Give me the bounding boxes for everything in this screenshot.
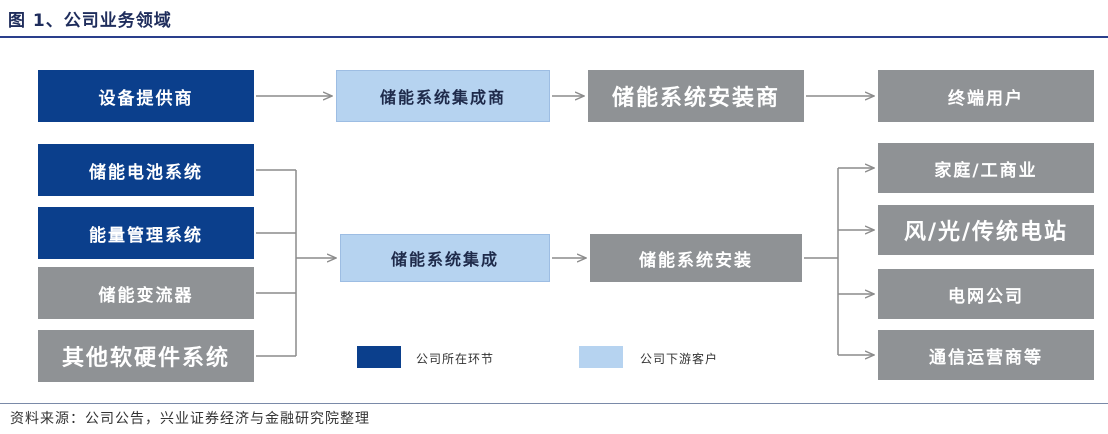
legend-swatch-company: [357, 346, 401, 368]
box-integrator-business: 储能系统集成商: [336, 70, 550, 122]
left-bracket: [256, 169, 297, 357]
box-integration: 储能系统集成: [340, 234, 550, 282]
box-home-commercial: 家庭/工商业: [878, 143, 1094, 193]
box-grid-company: 电网公司: [878, 269, 1094, 319]
top-divider: [0, 36, 1108, 38]
legend-label-company: 公司所在环节: [416, 352, 495, 366]
box-equipment-supplier: 设备提供商: [38, 70, 254, 122]
box-telecom: 通信运营商等: [878, 330, 1094, 380]
box-other-hw-sw: 其他软硬件系统: [38, 330, 254, 382]
figure-title: 图 1、公司业务领域: [8, 11, 172, 31]
box-inverter: 储能变流器: [38, 267, 254, 319]
box-installer-business: 储能系统安装商: [588, 70, 804, 122]
legend-swatch-downstream: [579, 346, 623, 368]
right-fanout: [804, 168, 874, 355]
bottom-divider: [0, 403, 1108, 404]
box-end-user: 终端用户: [878, 70, 1094, 122]
box-wind-solar-traditional: 风/光/传统电站: [878, 205, 1094, 255]
legend-label-downstream: 公司下游客户: [640, 352, 719, 366]
box-installation: 储能系统安装: [590, 234, 802, 282]
box-energy-management: 能量管理系统: [38, 207, 254, 259]
source-note: 资料来源：公司公告，兴业证券经济与金融研究院整理: [10, 411, 370, 427]
box-battery-system: 储能电池系统: [38, 144, 254, 196]
